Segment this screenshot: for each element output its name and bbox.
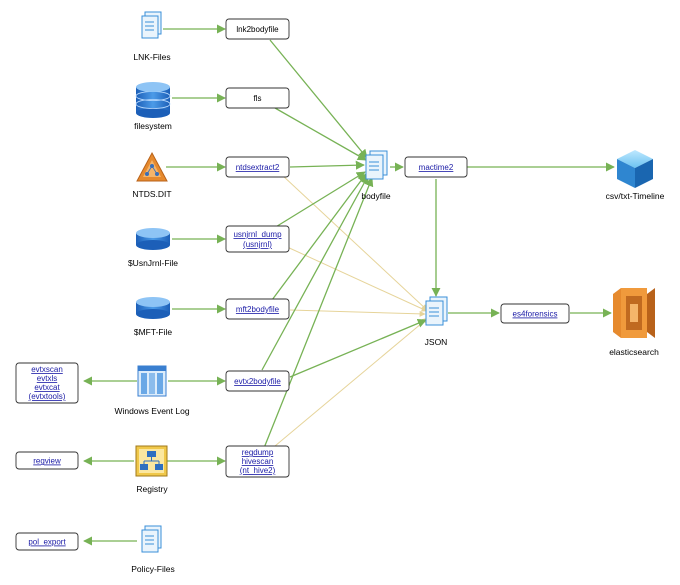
tool-ntdsextract2[interactable]: ntdsextract2 (225, 156, 290, 178)
bodyfile-icon (365, 150, 388, 180)
svg-text:(nt_hive2): (nt_hive2) (240, 466, 276, 475)
tan-edges (274, 174, 429, 447)
elasticsearch-label: elasticsearch (609, 347, 659, 357)
tool-fls[interactable]: fls (225, 87, 290, 109)
svg-text:es4forensics: es4forensics (513, 310, 558, 319)
svg-text:usnjrnl_dump: usnjrnl_dump (233, 230, 282, 239)
tool-usnjrnl-dump[interactable]: usnjrnl_dump (usnjrnl) (225, 225, 290, 253)
lnk-files-icon (141, 11, 162, 39)
svg-text:evtxscan: evtxscan (31, 365, 63, 374)
tool-pol-export[interactable]: pol_export (15, 532, 79, 551)
svg-text:fls: fls (254, 94, 262, 103)
ntds-icon (136, 151, 168, 182)
mft-db-icon (136, 297, 170, 319)
svg-text:(evtxtools): (evtxtools) (29, 392, 66, 401)
tool-mft2bodyfile[interactable]: mft2bodyfile (225, 298, 290, 320)
tool-es4forensics[interactable]: es4forensics (500, 303, 570, 324)
database-icon (135, 82, 171, 118)
usnjrnl-label: $UsnJrnl-File (128, 258, 178, 268)
svg-text:ntdsextract2: ntdsextract2 (236, 163, 280, 172)
svg-text:mactime2: mactime2 (419, 163, 454, 172)
svg-text:hivescan: hivescan (242, 457, 274, 466)
svg-text:evtx2bodyfile: evtx2bodyfile (234, 377, 281, 386)
csv-timeline-label: csv/txt-Timeline (606, 191, 665, 201)
registry-icon (135, 445, 168, 477)
svg-text:regview: regview (33, 457, 61, 466)
svg-text:evtxcat: evtxcat (34, 383, 60, 392)
usnjrnl-db-icon (136, 228, 170, 250)
tool-regview[interactable]: regview (15, 451, 79, 470)
svg-text:pol_export: pol_export (28, 538, 66, 547)
green-edges (83, 24, 615, 546)
tool-regdump[interactable]: regdump hivescan (nt_hive2) (225, 445, 290, 478)
tool-mactime2[interactable]: mactime2 (404, 156, 468, 178)
policy-files-icon (141, 525, 162, 553)
svg-text:lnk2bodyfile: lnk2bodyfile (236, 25, 279, 34)
event-log-label: Windows Event Log (114, 406, 189, 416)
lnk-files-label: LNK-Files (133, 52, 170, 62)
event-log-icon (137, 365, 167, 397)
tool-lnk2bodyfile[interactable]: lnk2bodyfile (225, 18, 290, 40)
bodyfile-label: bodyfile (361, 191, 391, 201)
policy-files-label: Policy-Files (131, 564, 174, 574)
cube-icon (617, 150, 653, 188)
filesystem-label: filesystem (134, 121, 172, 131)
elasticsearch-icon (613, 288, 655, 338)
svg-text:(usnjrnl): (usnjrnl) (243, 240, 272, 249)
svg-text:regdump: regdump (242, 448, 274, 457)
mft-label: $MFT-File (134, 327, 173, 337)
json-icon (425, 296, 448, 326)
ntds-label: NTDS.DIT (132, 189, 171, 199)
tool-evtx2bodyfile[interactable]: evtx2bodyfile (225, 370, 290, 392)
svg-text:evtxls: evtxls (37, 374, 57, 383)
json-label: JSON (425, 337, 448, 347)
registry-label: Registry (136, 484, 168, 494)
svg-text:mft2bodyfile: mft2bodyfile (236, 305, 280, 314)
tool-evtxtools[interactable]: evtxscan evtxls evtxcat (evtxtools) (15, 362, 79, 404)
